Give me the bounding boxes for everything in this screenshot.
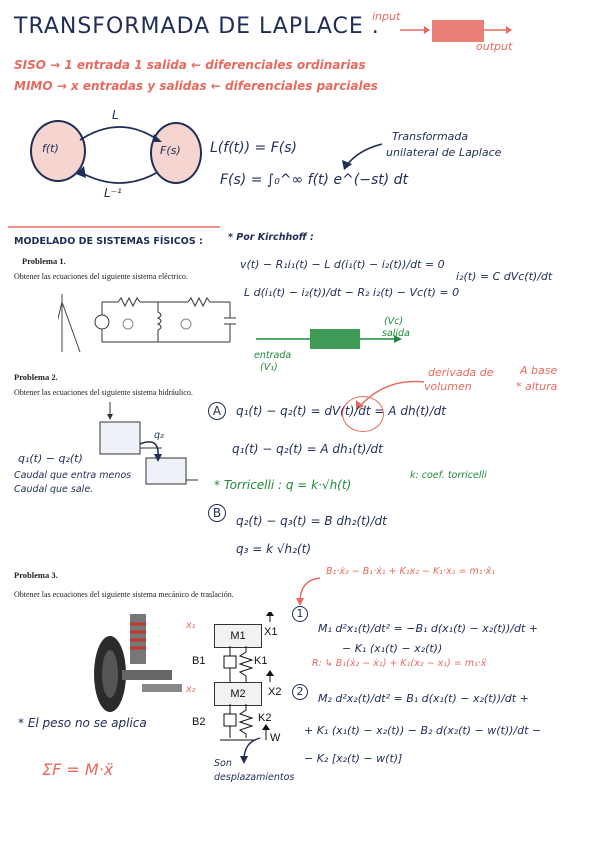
- hydraulic-tanks: [99, 402, 198, 485]
- output-label: output: [476, 40, 513, 53]
- page-title: TRANSFORMADA DE LAPLACE .: [14, 14, 380, 39]
- eq-b1: q₂(t) − q₃(t) = B dh₂(t)/dt: [236, 514, 387, 528]
- green-block-diagram: [256, 329, 402, 349]
- laplace-eq-2: F(s) = ∫₀^∞ f(t) e^(−st) dt: [220, 172, 409, 188]
- q2-label: q₂: [154, 430, 164, 441]
- electrical-circuit: [58, 294, 236, 353]
- eq2b: + K₁ (x₁(t) − x₂(t)) − B₂ d(x₂(t) − w(t)…: [304, 724, 542, 737]
- eq1b: − K₁ (x₁(t) − x₂(t)): [342, 642, 443, 655]
- marker-2: 2: [292, 684, 308, 700]
- time-domain-node: [30, 120, 86, 182]
- block-out-label: salida: [382, 328, 410, 339]
- eq-a1: q₁(t) − q₂(t) = dV(t)/dt = A dh(t)/dt: [236, 404, 446, 418]
- section-heading: MODELADO DE SISTEMAS FÍSICOS :: [14, 236, 203, 247]
- problem3-title: Problema 3.: [14, 570, 58, 580]
- red-note-3: A base: [520, 364, 558, 377]
- problem1-title: Problema 1.: [22, 256, 66, 266]
- disp-arrow: [240, 737, 261, 764]
- mass-spring-diagram: [220, 612, 274, 741]
- red-note-1: derivada de: [428, 366, 494, 379]
- label-w: W: [270, 732, 281, 744]
- eq-a2: q₁(t) − q₂(t) = A dh₁(t)/dt: [232, 442, 383, 456]
- top-red-eq: B₁·ẋ₂ − B₁·ẋ₁ + K₁x₂ − K₁·x₁ = m₁·ẍ₁: [326, 566, 496, 577]
- problem3-text: Obtener las ecuaciones del siguiente sis…: [14, 590, 234, 599]
- label-x2: X2: [268, 686, 282, 698]
- kirchhoff-label: * Por Kirchhoff :: [228, 232, 314, 243]
- volume-highlight: [342, 396, 384, 432]
- side-note-1: Caudal que entra menos: [14, 470, 132, 481]
- s-domain-node: [150, 122, 202, 184]
- input-output-diagram: [400, 20, 512, 42]
- block-in-var: (V₁): [260, 362, 278, 373]
- eq2a: M₂ d²x₂(t)/dt² = B₁ d(x₁(t) − x₂(t))/dt …: [318, 692, 529, 705]
- siso-line: SISO → 1 entrada 1 salida ← diferenciale…: [14, 58, 366, 72]
- x2-red: x₂: [186, 684, 196, 695]
- weight-note: * El peso no se aplica: [18, 716, 147, 730]
- note-line-2: unilateral de Laplace: [386, 146, 502, 159]
- marker-a: A: [208, 402, 226, 420]
- label-k1: K1: [254, 655, 268, 667]
- eq2c: − K₂ [x₂(t) − w(t)]: [304, 752, 403, 765]
- side-eq: q₁(t) − q₂(t): [18, 452, 83, 465]
- mimo-line: MIMO → x entradas y salidas ← diferencia…: [14, 79, 378, 93]
- kirchhoff-eq-b: L d(i₁(t) − i₂(t))/dt − R₂ i₂(t) − Vc(t)…: [244, 286, 460, 299]
- disp-note-1: Son: [214, 758, 232, 769]
- label-k2: K2: [258, 712, 272, 724]
- label-b1: B1: [192, 655, 206, 667]
- red-curve-arrow: [296, 577, 321, 606]
- sum-force: ΣF = M·ẍ: [42, 760, 114, 779]
- marker-b: B: [208, 504, 226, 522]
- time-domain-label: f(t): [42, 142, 59, 155]
- side-note-2: Caudal que sale.: [14, 484, 94, 495]
- red-note-2: volumen: [424, 380, 472, 393]
- mass-m1: M1: [214, 624, 262, 648]
- kirchhoff-eq-a: v(t) − R₁i₁(t) − L d(i₁(t) − i₂(t))/dt =…: [240, 258, 445, 271]
- inverse-laplace-symbol: L⁻¹: [104, 186, 122, 200]
- label-b2: B2: [192, 716, 206, 728]
- note-arrow: [342, 143, 383, 170]
- laplace-symbol: L: [112, 108, 119, 122]
- transform-arrows: [76, 126, 162, 184]
- torricelli-note: k: coef. torricelli: [410, 470, 487, 481]
- block-out-var: (Vc): [384, 316, 404, 327]
- mass-m2: M2: [214, 682, 262, 706]
- laplace-eq-1: L(f(t)) = F(s): [210, 140, 297, 156]
- eq-b2: q₃ = k √h₂(t): [236, 542, 312, 556]
- input-label: input: [372, 10, 401, 23]
- problem2-text: Obtener las ecuaciones del siguiente sis…: [14, 388, 193, 397]
- x1-red: x₁: [186, 620, 196, 631]
- torricelli-eq: * Torricelli : q = k·√h(t): [214, 478, 352, 492]
- label-x1: X1: [264, 626, 278, 638]
- block-in-label: entrada: [254, 350, 292, 361]
- disp-note-2: desplazamientos: [214, 772, 295, 783]
- section-divider: [8, 226, 220, 228]
- problem1-text: Obtener las ecuaciones del siguiente sis…: [14, 272, 188, 281]
- capacitor-eq: i₂(t) = C dVc(t)/dt: [456, 270, 553, 283]
- suspension-illustration: [94, 614, 182, 712]
- red-mid-eq: R: ↳ B₁(ẋ₂ − ẋ₁) + K₁(x₂ − x₁) = m₁·ẍ: [312, 658, 487, 669]
- red-note-4: * altura: [516, 380, 558, 393]
- note-line-1: Transformada: [392, 130, 469, 143]
- problem2-title: Problema 2.: [14, 372, 58, 382]
- s-domain-label: F(s): [160, 144, 181, 157]
- marker-1: 1: [292, 606, 308, 622]
- eq1a: M₁ d²x₁(t)/dt² = −B₁ d(x₁(t) − x₂(t))/dt…: [318, 622, 539, 635]
